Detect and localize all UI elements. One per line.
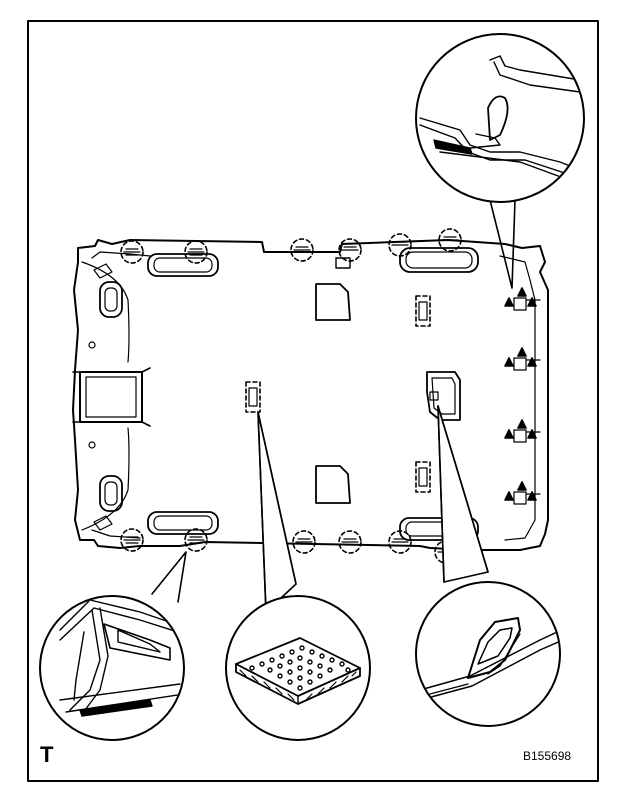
leader-lines [151,199,516,613]
detail-callout-fastener [225,595,371,741]
clip-location-markers [120,228,462,564]
clip-details [123,236,459,553]
figure-id-label: B155698 [523,749,572,763]
detail-callout-top [415,33,585,203]
detail-callout-clip [39,595,185,741]
view-letter-label: T [40,742,54,767]
adhesive-marks [504,287,541,505]
detail-callout-bracket [415,581,561,727]
fastener-hooks [249,645,351,691]
headliner-panel [72,239,549,551]
outer-frame [27,20,599,782]
